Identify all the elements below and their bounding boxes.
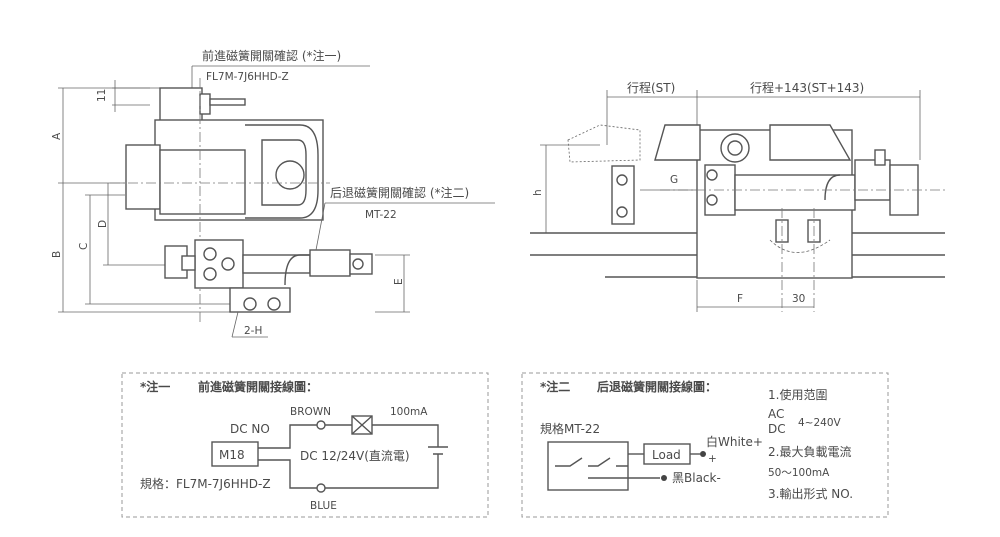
spec1: 1.使用范圍	[768, 387, 827, 402]
current-range: 50～100mA	[768, 467, 830, 479]
voltage-label: 4~240V	[798, 417, 842, 429]
wiring-diagram-1: *注一 前進磁簧開關接線圖： DC NO M18 規格：FL7M-7J6HHD-…	[121, 372, 489, 518]
white-label: 白White+	[706, 434, 763, 449]
dc-supply-label: DC 12/24V(直流電)	[300, 449, 410, 463]
m18-box	[211, 441, 259, 467]
note2-model: MT-22	[365, 209, 397, 221]
dim-e: E	[393, 278, 405, 285]
wiring2-title: 后退磁簧開關接線圖：	[597, 379, 717, 394]
dim-g: G	[670, 174, 678, 186]
m18-label: M18	[219, 448, 245, 462]
spec3: 3.輸出形式 NO.	[768, 486, 853, 501]
wiring-diagram-2: *注二 后退磁簧開關接線圖： 規格MT-22 Load 白White+ + 黑B…	[521, 372, 889, 518]
plus-label: +	[708, 453, 717, 465]
note2-title: 后退磁簧開關確認 (*注二)	[330, 185, 469, 200]
wiring2-note: *注二	[540, 379, 570, 394]
note1-model: FL7M-7J6HHD-Z	[206, 71, 289, 83]
dc-label: DC	[768, 422, 786, 436]
wiring1-note: *注一	[140, 379, 170, 394]
dim-d: D	[97, 220, 109, 228]
spec2: 2.最大負載電流	[768, 445, 851, 459]
dim-11: 11	[96, 89, 108, 102]
dim-a: A	[51, 132, 63, 140]
ac-label: AC	[768, 407, 784, 421]
dim-f: F	[737, 293, 743, 305]
wiring1-spec: 規格：FL7M-7J6HHD-Z	[140, 476, 271, 491]
wiring1-title: 前進磁簧開關接線圖：	[198, 379, 318, 394]
load-label: Load	[652, 448, 681, 462]
current-label: 100mA	[390, 406, 428, 418]
left-view: 前進磁簧開關確認 (*注一) FL7M-7J6HHD-Z 11 A B C D	[51, 48, 495, 338]
dim-b: B	[51, 251, 63, 258]
dim-h: h	[532, 189, 544, 196]
wiring2-spec: 規格MT-22	[540, 421, 600, 436]
dim-30: 30	[792, 293, 805, 305]
blue-label: BLUE	[310, 500, 337, 512]
hole-label: 2-H	[244, 325, 262, 337]
brown-label: BROWN	[290, 406, 331, 418]
black-label: 黑Black-	[672, 471, 721, 485]
stroke-plus-label: 行程+143(ST+143)	[750, 80, 864, 95]
note1-title: 前進磁簧開關確認 (*注一)	[202, 48, 341, 63]
wiring1-dc-no: DC NO	[230, 422, 270, 436]
dim-c: C	[78, 243, 90, 250]
right-view: 行程(ST) 行程+143(ST+143) h	[530, 80, 945, 312]
stroke-label: 行程(ST)	[627, 80, 675, 95]
